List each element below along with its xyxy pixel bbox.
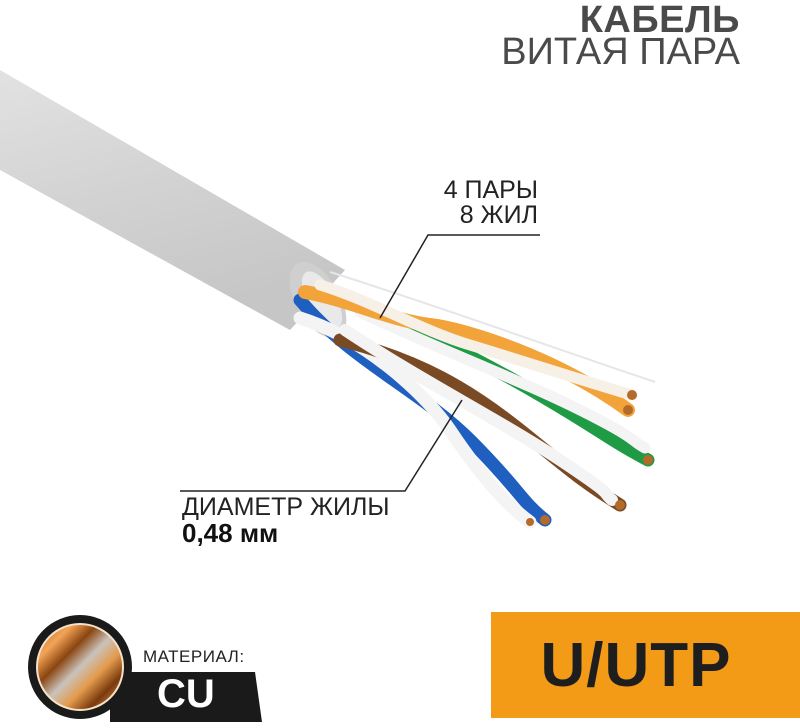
leader-line-diameter: [180, 399, 463, 492]
page-subtitle: ВИТАЯ ПАРА: [501, 31, 740, 73]
material-badge-shape: [28, 615, 262, 722]
pairs-callout: 4 ПАРЫ 8 ЖИЛ: [444, 178, 538, 228]
shield-type-badge: U/UTP: [491, 612, 800, 718]
twisted-pairs: [293, 279, 655, 529]
leader-line-pairs: [379, 234, 540, 319]
diameter-value: 0,48 мм: [182, 518, 279, 548]
copper-conductor-icon: [38, 625, 122, 709]
page-title: КАБЕЛЬ: [579, 0, 740, 41]
diameter-label: ДИАМЕТР ЖИЛЫ: [182, 493, 390, 521]
cores-count: 8 ЖИЛ: [459, 201, 538, 229]
material-label: МАТЕРИАЛ:: [143, 647, 245, 666]
pairs-count: 4 ПАРЫ: [443, 176, 538, 204]
material-value: CU: [157, 672, 215, 716]
shield-type-value: U/UTP: [540, 630, 732, 700]
